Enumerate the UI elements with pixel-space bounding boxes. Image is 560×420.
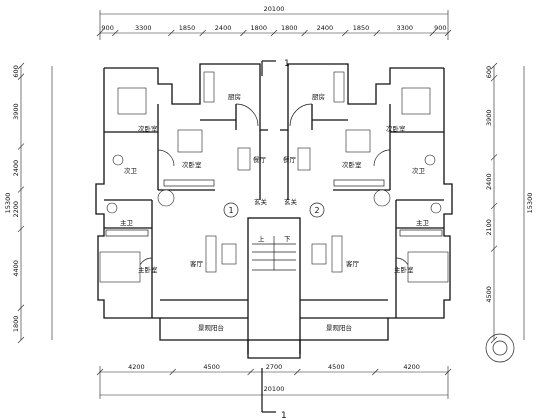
- dimension-label: 1850: [179, 24, 196, 32]
- dimension-label: 900: [434, 24, 446, 32]
- dimension-label: 1800: [12, 316, 20, 333]
- room-labels: 厨房 厨房 次卧室 次卧室 次卧室 次卧室 餐厅 餐厅 玄关 玄关 次卫 次卫 …: [120, 92, 430, 332]
- room-label-secondary-bedroom-mid-left: 次卧室: [182, 160, 202, 169]
- svg-text:1: 1: [281, 411, 287, 420]
- kitchen-counter: [333, 71, 345, 103]
- room-label-secondary-bedroom-mid-right: 次卧室: [342, 160, 362, 169]
- unit-1-marker: 1: [223, 202, 239, 218]
- room-label-secondary-bedroom-top-left: 次卧室: [138, 124, 158, 133]
- dimension-label: 1850: [353, 24, 370, 32]
- plant: [492, 340, 508, 356]
- column: [373, 189, 391, 207]
- dimension-label: 4500: [203, 363, 220, 371]
- room-label-master-bedroom-left: 主卧室: [138, 265, 158, 274]
- coffee-table: [311, 243, 327, 265]
- kitchen-counter: [203, 71, 215, 103]
- dimension-label: 2200: [12, 201, 20, 218]
- unit-2-marker: 2: [309, 202, 325, 218]
- sofa: [205, 235, 217, 273]
- top-dimension-chain: 20100 900 3300 1850 2400 1800 1800 2400 1850 330…: [96, 5, 452, 40]
- bed: [117, 87, 147, 115]
- room-label-kitchen-left: 厨房: [228, 92, 241, 101]
- dimension-label: 1800: [281, 24, 298, 32]
- dimension-label: 900: [101, 24, 113, 32]
- room-label-kitchen-right: 厨房: [312, 92, 325, 101]
- stair-label-down: 下: [284, 235, 291, 243]
- dimension-label: 600: [485, 66, 493, 78]
- dimension-label: 2400: [485, 173, 493, 190]
- top-total-dimension: 20100: [264, 5, 285, 13]
- dimension-label: 3300: [396, 24, 413, 32]
- column: [157, 189, 175, 207]
- dimension-label: 3900: [485, 109, 493, 126]
- bottom-dimension-chain: 4200 4500 2700 4500 4200 20100: [96, 363, 452, 399]
- room-label-secondary-bath-left: 次卫: [124, 166, 138, 175]
- left-segment-labels: 600 3900 2400 2200 4400 1800: [12, 65, 20, 332]
- bottom-total-dimension: 20100: [264, 385, 285, 393]
- bottom-segment-labels: 4200 4500 2700 4500 4200: [128, 363, 420, 371]
- bed: [345, 129, 371, 153]
- right-total-dimension: 15300: [526, 193, 534, 214]
- dimension-label: 1800: [250, 24, 267, 32]
- room-label-sun-balcony-right: 景观阳台: [326, 323, 352, 332]
- dining-table: [237, 147, 251, 171]
- dimension-label: 4200: [128, 363, 145, 371]
- left-dimension-chain: 600 3900 2400 2200 4400 1800 15300: [4, 62, 53, 344]
- plant: [485, 333, 515, 363]
- dimension-label: 2100: [485, 219, 493, 236]
- dimension-label: 2400: [215, 24, 232, 32]
- dimension-label: 2400: [12, 160, 20, 177]
- dimension-label: 2400: [317, 24, 334, 32]
- room-label-master-bath-right: 主卫: [416, 218, 430, 227]
- dimension-label: 4500: [328, 363, 345, 371]
- section-mark-top: 1: [261, 59, 290, 76]
- dimension-label: 4400: [12, 260, 20, 277]
- top-segment-labels: 900 3300 1850 2400 1800 1800 2400 1850 3300 900: [101, 24, 446, 32]
- dimension-label: 4500: [485, 286, 493, 303]
- room-label-secondary-bedroom-top-right: 次卧室: [386, 124, 406, 133]
- toilet: [112, 154, 124, 166]
- bed: [401, 87, 431, 115]
- svg-text:2: 2: [314, 206, 319, 215]
- section-mark-bottom: 1: [261, 368, 287, 420]
- room-label-dining-right: 餐厅: [283, 155, 297, 164]
- room-label-sun-balcony-left: 景观阳台: [198, 323, 224, 332]
- bed: [177, 129, 203, 153]
- toilet: [106, 202, 118, 214]
- room-label-master-bedroom-right: 主卧室: [394, 265, 414, 274]
- furniture: [99, 71, 515, 363]
- dining-table: [297, 147, 311, 171]
- building-walls: [95, 63, 453, 359]
- room-label-entrance-right: 玄关: [284, 197, 298, 206]
- svg-text:1: 1: [284, 59, 290, 69]
- room-label-living-left: 客厅: [190, 259, 204, 268]
- room-label-dining-left: 餐厅: [253, 155, 267, 164]
- right-segment-labels: 600 3900 2400 2100 4500: [485, 66, 493, 303]
- sofa: [331, 235, 343, 273]
- svg-text:1: 1: [228, 206, 233, 215]
- dimension-label: 3900: [12, 103, 20, 120]
- bed: [407, 251, 449, 283]
- bed: [99, 251, 141, 283]
- stair-label-up: 上: [258, 234, 265, 243]
- right-dimension-chain: 600 3900 2400 2100 4500 15300: [485, 62, 534, 344]
- dimension-label: 4200: [403, 363, 420, 371]
- room-label-living-right: 客厅: [346, 259, 360, 268]
- toilet: [430, 202, 442, 214]
- left-total-dimension: 15300: [4, 193, 12, 214]
- room-label-secondary-bath-right: 次卫: [412, 166, 426, 175]
- room-label-entrance-left: 玄关: [254, 197, 268, 206]
- dimension-label: 2700: [266, 363, 283, 371]
- room-label-master-bath-left: 主卫: [120, 218, 134, 227]
- dimension-label: 600: [12, 65, 20, 77]
- coffee-table: [221, 243, 237, 265]
- toilet: [424, 154, 436, 166]
- dimension-label: 3300: [135, 24, 152, 32]
